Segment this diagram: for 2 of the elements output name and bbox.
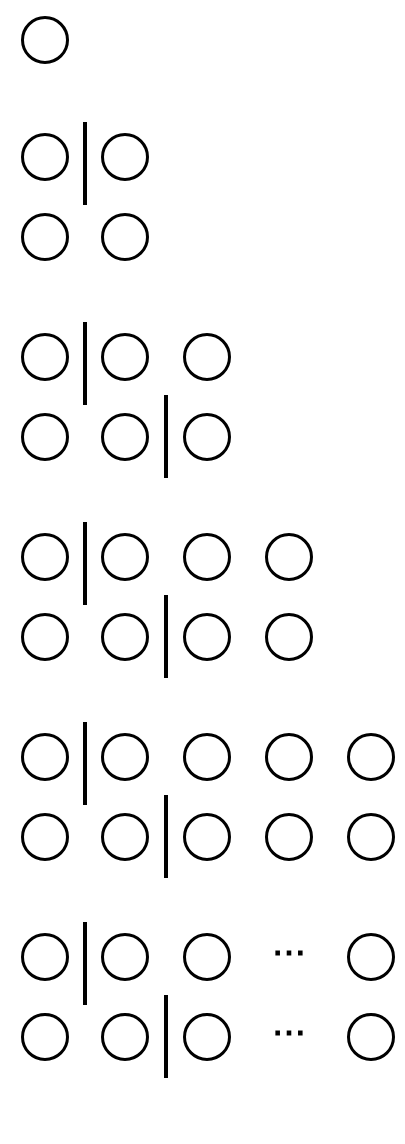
ellipsis-text: ⋯ — [271, 935, 307, 969]
ellipsis-text: ⋯ — [271, 1015, 307, 1049]
